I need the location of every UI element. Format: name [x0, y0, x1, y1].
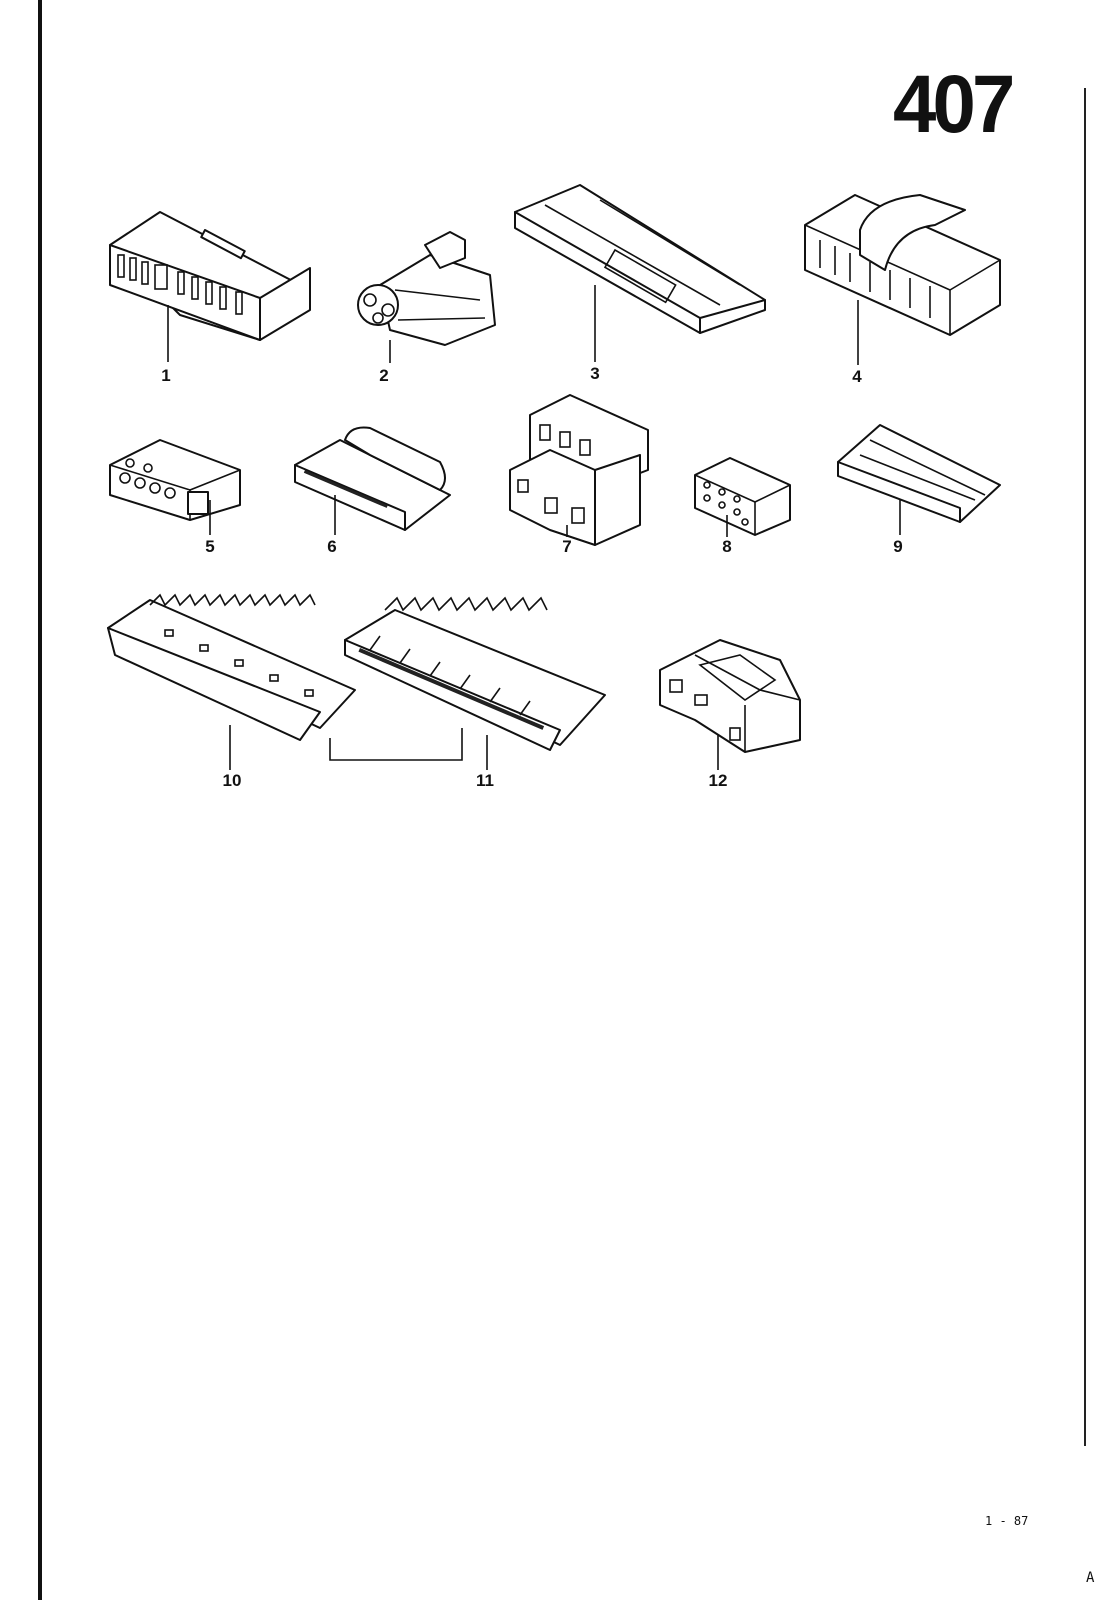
- part-6-drawing: [294, 426, 451, 535]
- part-7-drawing: [509, 394, 649, 546]
- part-label-8: 8: [722, 537, 732, 556]
- part-label-10: 10: [222, 771, 242, 790]
- part-8-drawing: [694, 457, 791, 537]
- part-2-drawing: [357, 231, 496, 363]
- part-label-7: 7: [562, 537, 572, 556]
- part-label-3: 3: [590, 364, 600, 383]
- part-label-9: 9: [893, 537, 903, 556]
- corner-mark: A: [1086, 1570, 1095, 1586]
- part-11-drawing: [344, 596, 606, 770]
- part-10-11-bracket: [329, 728, 463, 761]
- part-label-5: 5: [205, 537, 215, 556]
- part-12-drawing: [659, 639, 801, 770]
- date-code: 1 - 87: [985, 1514, 1029, 1528]
- part-label-4: 4: [852, 367, 862, 386]
- part-4-drawing: [804, 194, 1001, 365]
- part-1-drawing: [109, 211, 311, 362]
- part-label-6: 6: [327, 537, 337, 556]
- part-label-1: 1: [161, 366, 171, 385]
- part-label-11: 11: [476, 771, 494, 790]
- page-border-right: [1084, 88, 1086, 1446]
- part-5-drawing: [109, 439, 241, 535]
- page-number: 407: [893, 59, 1015, 150]
- part-9-drawing: [837, 424, 1001, 535]
- part-10-drawing: [107, 593, 356, 770]
- page-border-left: [38, 0, 42, 1600]
- part-label-12: 12: [708, 771, 728, 790]
- part-3-drawing: [514, 184, 766, 362]
- part-label-2: 2: [379, 366, 389, 385]
